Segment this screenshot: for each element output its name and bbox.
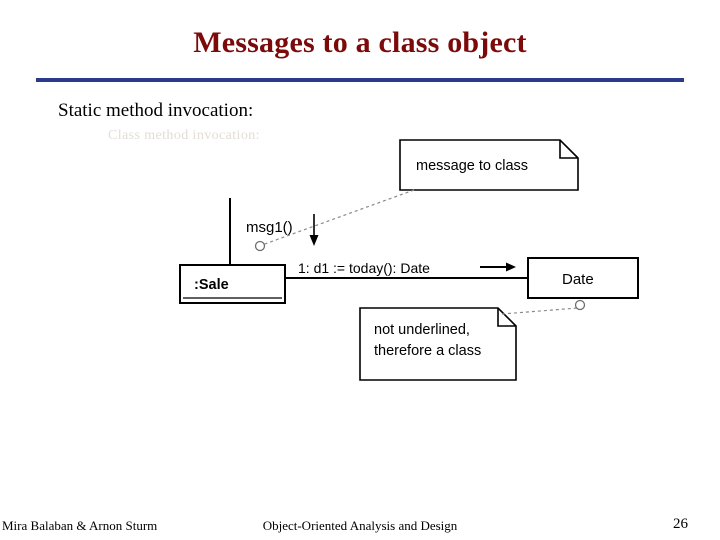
lifeline-message-label: msg1() <box>246 219 293 236</box>
note-bottom-connector <box>501 299 586 315</box>
date-class-box: Date <box>527 257 639 299</box>
note-bottom-text-line1: not underlined, <box>374 322 470 338</box>
message-label: 1: d1 := today(): Date <box>298 260 430 276</box>
note-bottom-text-line2: therefore a class <box>374 343 481 359</box>
note-top-text: message to class <box>416 158 528 174</box>
down-arrow-icon <box>309 214 319 246</box>
title-divider <box>36 78 684 82</box>
footer-page-number: 26 <box>673 516 688 532</box>
date-class-label: Date <box>562 271 594 288</box>
ghost-overlay-text: Class method invocation: <box>108 128 260 143</box>
note-bottom: not underlined, therefore a class <box>359 307 517 381</box>
message-arrow-icon <box>480 262 516 272</box>
footer-authors: Mira Balaban & Arnon Sturm <box>2 518 158 533</box>
subtitle-text: Static method invocation: <box>58 100 254 121</box>
note-top: message to class <box>399 139 579 191</box>
footer-course-title: Object-Oriented Analysis and Design <box>262 518 458 533</box>
sale-object-box: :Sale <box>179 264 286 304</box>
uml-diagram: msg1() :Sale 1: d1 := today(): Date <box>150 128 670 418</box>
note-top-connector <box>254 189 415 252</box>
sale-object-label: :Sale <box>194 277 229 293</box>
page-title: Messages to a class object <box>193 26 527 59</box>
